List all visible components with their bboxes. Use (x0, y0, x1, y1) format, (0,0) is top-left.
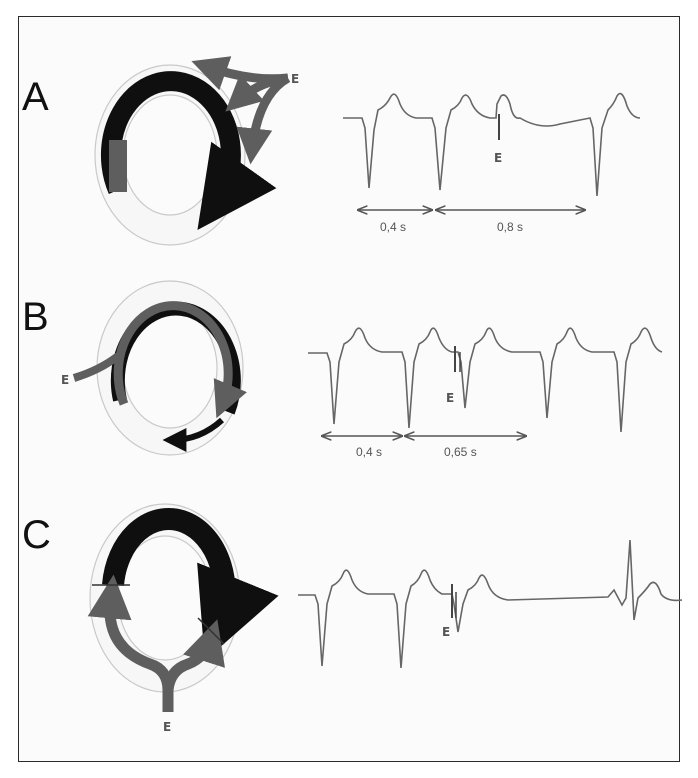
panel-a-ring-diagram: E (95, 65, 299, 245)
panel-a-ecg-trace: E 0,4 s 0,8 s (343, 94, 640, 234)
panel-c: C E E (22, 504, 682, 734)
inner-ring (123, 95, 217, 215)
ecg-trace-c (298, 540, 682, 668)
panel-a: A E E 0,4 s 0,8 s (22, 65, 640, 245)
trace-stimulus-label-a: E (494, 151, 502, 165)
interval-label-a1: 0,4 s (380, 220, 406, 234)
stimulus-label: E (163, 720, 171, 734)
stimulus-label: E (61, 373, 69, 387)
trace-stimulus-label-c: E (442, 625, 450, 639)
panel-c-ecg-trace: E (298, 540, 682, 668)
panel-b-label: B (22, 295, 49, 339)
panel-b: B E E 0,4 s 0,65 s (22, 281, 662, 459)
panel-a-label: A (22, 75, 49, 119)
stimulus-label: E (291, 72, 299, 86)
panel-b-ecg-trace: E 0,4 s 0,65 s (308, 328, 662, 459)
panel-b-ring-diagram: E (61, 281, 243, 455)
ecg-trace-a (343, 94, 640, 196)
trace-stimulus-label-b: E (446, 391, 454, 405)
ecg-trace-b (308, 328, 662, 432)
interval-label-a2: 0,8 s (497, 220, 523, 234)
interval-label-b2: 0,65 s (444, 445, 477, 459)
panel-c-ring-diagram: E (90, 504, 240, 734)
panel-c-label: C (22, 513, 51, 557)
interval-label-b1: 0,4 s (356, 445, 382, 459)
